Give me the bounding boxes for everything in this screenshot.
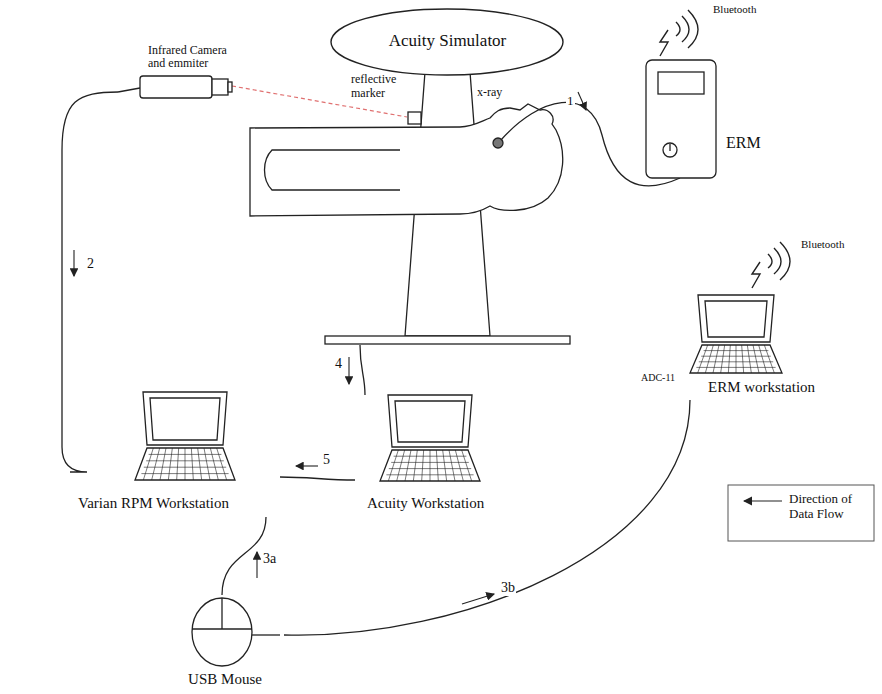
erm-workstation: ERM workstation [660, 295, 875, 400]
connector-wire [62, 92, 118, 472]
camera-node: Infrared Camera and emmiter [118, 44, 247, 106]
beam-label: x-ray [476, 86, 503, 100]
callout-number: 3a [262, 551, 277, 567]
direction-arrow [256, 552, 257, 578]
usb-mouse: USB Mouse [170, 595, 284, 689]
data-flow-connector [62, 92, 118, 472]
port-label: ADC-11 [640, 372, 676, 384]
connector-wire [222, 517, 266, 595]
patient [250, 104, 563, 216]
direction-arrow [348, 357, 349, 384]
callout-number: 3b [500, 580, 516, 596]
legend-box [728, 485, 874, 541]
direction-arrow [73, 250, 74, 276]
node-label: Infrared Camera and emmiter [148, 44, 243, 70]
node-label: Varian RPM Workstation [78, 495, 229, 512]
data-flow-connector [349, 345, 365, 395]
direction-arrow [462, 594, 494, 604]
data-flow-connector [284, 400, 690, 635]
connector-wire [360, 345, 365, 395]
wireless-label: Bluetooth [800, 238, 845, 251]
node-label: USB Mouse [170, 671, 280, 688]
acuity-workstation: Acuity Workstation [355, 395, 515, 515]
callout-number: 2 [86, 256, 95, 272]
node-label: Acuity Workstation [367, 495, 484, 512]
callout-number: 5 [322, 452, 331, 468]
node-shape [330, 8, 565, 345]
legend-label: Direction of Data Flow [788, 492, 870, 522]
node-shape [640, 58, 770, 180]
node-label: ERM workstation [708, 379, 815, 396]
reflective-marker [408, 112, 421, 124]
data-flow-connector [280, 466, 355, 480]
direction-arrow [296, 465, 318, 466]
connector-wire [284, 400, 690, 635]
rpm-workstation: Varian RPM Workstation [70, 392, 280, 517]
callout-number: 1 [566, 94, 575, 109]
wireless-label: Bluetooth [712, 3, 757, 16]
data-flow-connector [222, 517, 266, 595]
flow-arrow [578, 92, 586, 110]
erm-device: ERM [640, 58, 770, 180]
callout-number: 4 [334, 356, 343, 372]
simulator-node: Acuity Simulator [330, 8, 569, 345]
node-label: ERM [726, 134, 761, 152]
node-label: Acuity Simulator [330, 32, 565, 51]
connector-wire [280, 477, 355, 480]
part-label: reflective marker [350, 73, 408, 101]
